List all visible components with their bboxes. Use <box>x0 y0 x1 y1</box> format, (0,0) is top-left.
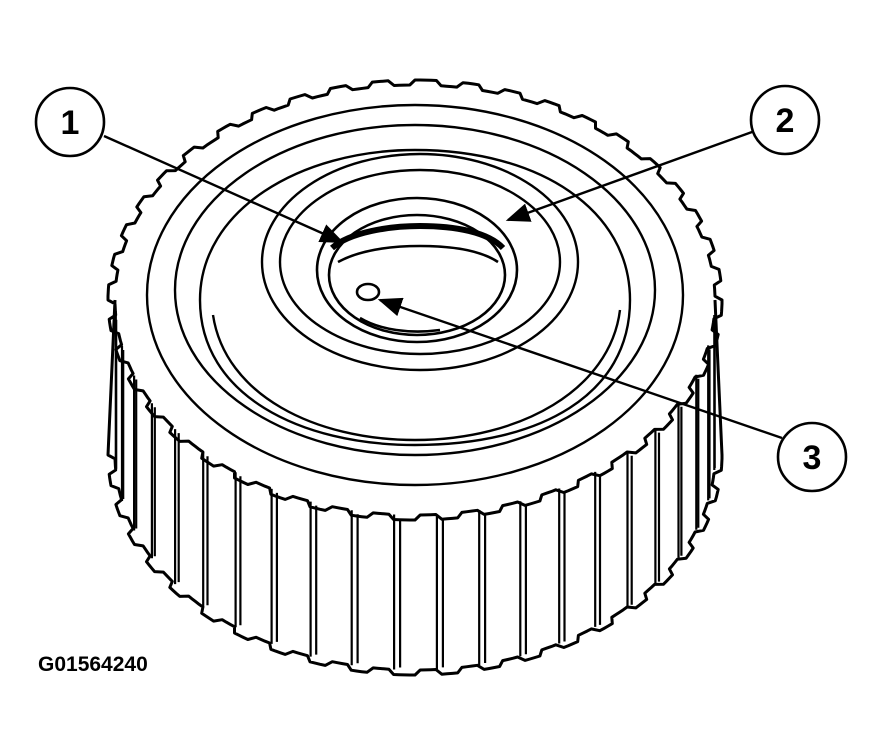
leader-line-1 <box>103 134 345 244</box>
callout-1-label: 1 <box>61 104 80 142</box>
callout-3-circle <box>776 421 848 493</box>
gear-top-face <box>145 103 685 487</box>
gear-side-splines <box>114 315 716 670</box>
callout-2-label: 2 <box>776 102 795 140</box>
callout-1-circle <box>34 86 106 158</box>
callout-2-circle <box>749 84 821 156</box>
callout-3: 3 <box>776 421 848 493</box>
leader-lines <box>103 130 783 440</box>
callout-2: 2 <box>749 84 821 156</box>
bore-snap-ring <box>330 222 506 251</box>
leader-line-2 <box>505 130 753 222</box>
top-face-ring-outer <box>145 103 685 487</box>
bore-outer-edge <box>315 196 519 344</box>
leader-line-3 <box>377 297 783 440</box>
top-face-step-edge <box>198 148 632 447</box>
top-face-step-lower <box>211 309 622 442</box>
bore-inner-wall <box>337 244 499 264</box>
oil-hole <box>355 282 381 302</box>
callout-3-label: 3 <box>803 439 822 477</box>
figure-id: G01564240 <box>38 653 148 676</box>
bore-floor <box>359 316 441 333</box>
top-face-ring-2 <box>173 123 657 457</box>
top-face-ring-4 <box>278 168 562 356</box>
center-bore <box>315 196 519 344</box>
gear-outer-outline <box>106 78 724 677</box>
bore-inner-edge <box>327 213 507 337</box>
top-face-ring-3 <box>260 152 580 372</box>
callout-1: 1 <box>34 86 106 158</box>
